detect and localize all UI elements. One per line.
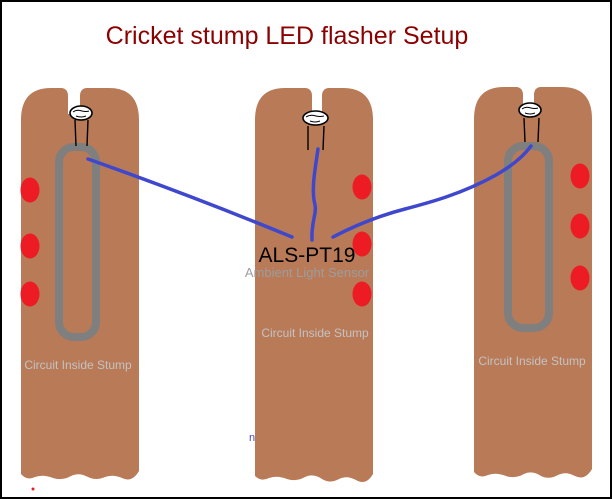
- red-led-icon: [20, 177, 40, 203]
- red-led-icon: [352, 231, 372, 257]
- sensor-name-label: ALS-PT19: [259, 244, 356, 267]
- stray-blue-mark: n: [249, 432, 255, 444]
- circuit-inside-stump-label: Circuit Inside Stump: [478, 354, 586, 368]
- led-bulb-body: [69, 105, 93, 121]
- red-led-icon: [20, 233, 40, 259]
- wire-left-stump-to-sensor: [86, 157, 294, 239]
- red-led-icon: [570, 265, 590, 291]
- led-legs: [307, 125, 325, 151]
- red-led-icon: [352, 281, 372, 307]
- led-bulb-body: [302, 110, 329, 126]
- led-bulb-icon: [69, 105, 93, 147]
- wire-middle-led-to-sensor: [310, 147, 320, 242]
- stump-right: Circuit Inside Stump: [474, 87, 592, 478]
- circuit-tube-icon: [55, 143, 100, 341]
- red-led-icon: [352, 174, 372, 200]
- led-filament: [72, 109, 90, 118]
- led-bulb-body: [518, 102, 542, 118]
- sensor-description-label: Ambient Light Sensor: [245, 265, 370, 280]
- stump-left: Circuit Inside Stump: [20, 88, 139, 491]
- stump-middle-body: [255, 88, 373, 482]
- stump-left-body: [21, 88, 139, 480]
- circuit-inside-stump-label: Circuit Inside Stump: [24, 358, 132, 372]
- led-legs: [74, 119, 89, 147]
- led-bulb-icon: [302, 110, 329, 151]
- led-bulb-icon: [518, 102, 542, 143]
- page-title: Cricket stump LED flasher Setup: [106, 22, 469, 50]
- sensor-wires: [86, 144, 533, 242]
- red-led-icon: [570, 163, 590, 189]
- stray-red-speck: [31, 487, 35, 491]
- led-filament: [305, 114, 325, 123]
- circuit-tube-icon: [504, 142, 553, 332]
- circuit-inside-stump-label: Circuit Inside Stump: [261, 326, 369, 340]
- stump-middle: Circuit Inside Stump: [255, 88, 373, 482]
- red-led-icon: [570, 213, 590, 239]
- red-led-icon: [20, 281, 40, 307]
- stump-right-body: [474, 87, 592, 478]
- led-legs: [523, 117, 540, 143]
- wire-right-stump-to-sensor: [331, 144, 533, 239]
- led-filament: [521, 106, 539, 115]
